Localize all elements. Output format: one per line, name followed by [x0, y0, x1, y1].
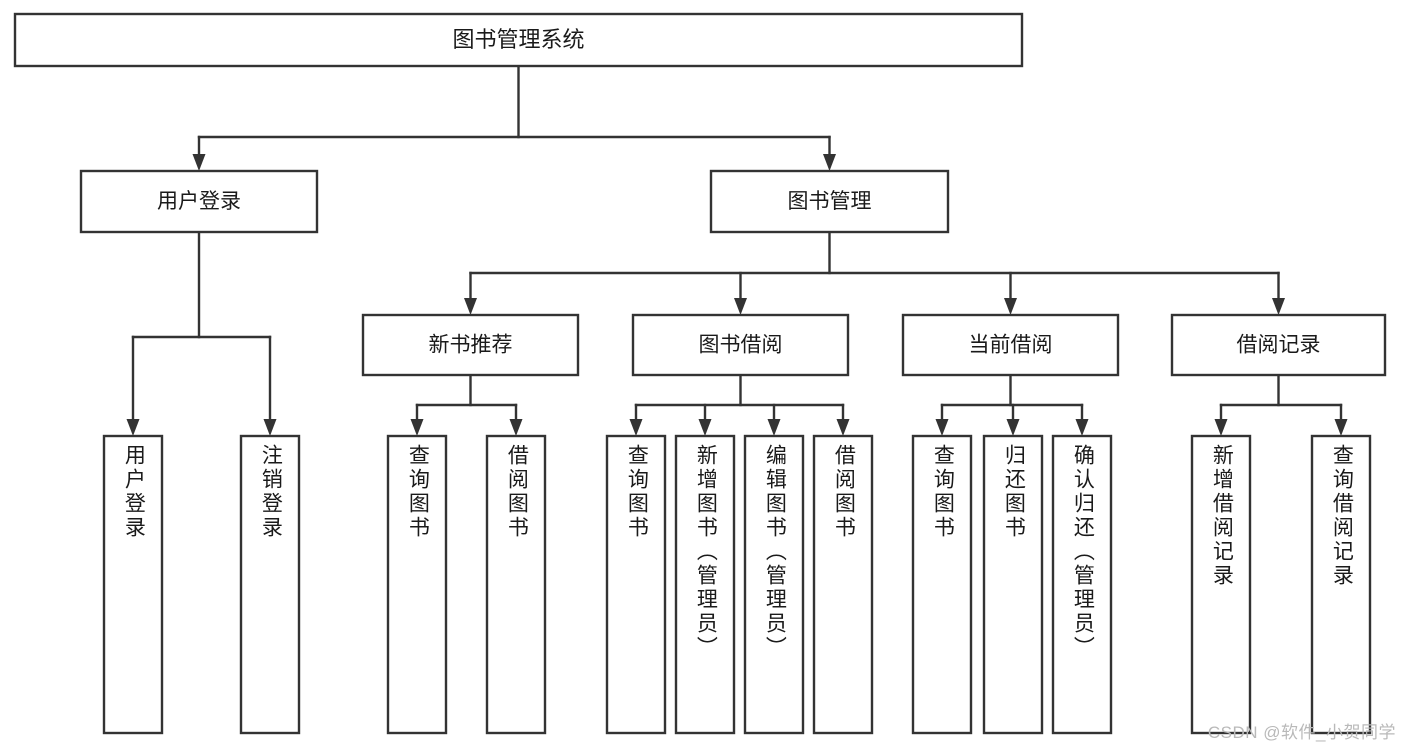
- arrow-head-icon: [629, 419, 643, 436]
- csdn-watermark: CSDN @软件_小贺同学: [1207, 723, 1396, 742]
- node-box-leaf-return-book[interactable]: [982, 434, 1044, 735]
- node-label: 图书管理系统: [452, 27, 584, 52]
- node-box-root[interactable]: [13, 12, 1024, 68]
- node-label: 借阅记录: [1237, 334, 1321, 357]
- arrow-head-icon: [836, 419, 850, 436]
- node-box-leaf-borrow-book-1[interactable]: [485, 434, 547, 735]
- node-box-leaf-query-book-2[interactable]: [605, 434, 667, 735]
- node-box-leaf-add-borrow-record[interactable]: [1190, 434, 1252, 735]
- arrow-head-icon: [823, 154, 836, 171]
- node-label: 用户登录: [157, 190, 241, 213]
- arrow-head-icon: [509, 419, 523, 436]
- node-box-leaf-query-book-3[interactable]: [911, 434, 973, 735]
- arrow-head-icon: [698, 419, 712, 436]
- arrow-head-icon: [1272, 298, 1285, 315]
- arrow-head-icon: [410, 419, 424, 436]
- arrow-head-icon: [1006, 419, 1020, 436]
- node-box-leaf-logout-login[interactable]: [239, 434, 301, 735]
- arrow-head-icon: [126, 419, 140, 436]
- node-box-leaf-edit-book-admin[interactable]: [743, 434, 805, 735]
- node-label: 新书推荐: [429, 334, 513, 357]
- node-label: 图书借阅: [699, 334, 783, 357]
- node-box-leaf-add-book-admin[interactable]: [674, 434, 736, 735]
- arrow-head-icon: [263, 419, 277, 436]
- node-box-borrow-record[interactable]: [1170, 313, 1387, 377]
- node-box-user-login[interactable]: [79, 169, 319, 234]
- node-box-leaf-query-borrow-record[interactable]: [1310, 434, 1372, 735]
- node-box-leaf-query-book-1[interactable]: [386, 434, 448, 735]
- node-label: 当前借阅: [969, 334, 1053, 357]
- arrow-head-icon: [464, 298, 477, 315]
- node-label: 图书管理: [788, 190, 872, 213]
- arrow-head-icon: [1334, 419, 1348, 436]
- arrow-head-icon: [734, 298, 747, 315]
- arrow-head-icon: [767, 419, 781, 436]
- arrow-head-icon: [192, 154, 206, 171]
- connector-layer: [126, 64, 1348, 436]
- arrow-head-icon: [1214, 419, 1228, 436]
- node-box-new-book-recommend[interactable]: [361, 313, 580, 377]
- node-box-leaf-user-login[interactable]: [102, 434, 164, 735]
- node-box-current-borrow[interactable]: [901, 313, 1120, 377]
- arrow-head-icon: [1075, 419, 1089, 436]
- node-box-leaf-confirm-return-admin[interactable]: [1051, 434, 1113, 735]
- node-box-book-borrow[interactable]: [631, 313, 850, 377]
- arrow-head-icon: [935, 419, 949, 436]
- node-box-leaf-borrow-book-2[interactable]: [812, 434, 874, 735]
- box-layer: [13, 12, 1387, 735]
- node-box-book-manage[interactable]: [709, 169, 950, 234]
- arrow-head-icon: [1004, 298, 1017, 315]
